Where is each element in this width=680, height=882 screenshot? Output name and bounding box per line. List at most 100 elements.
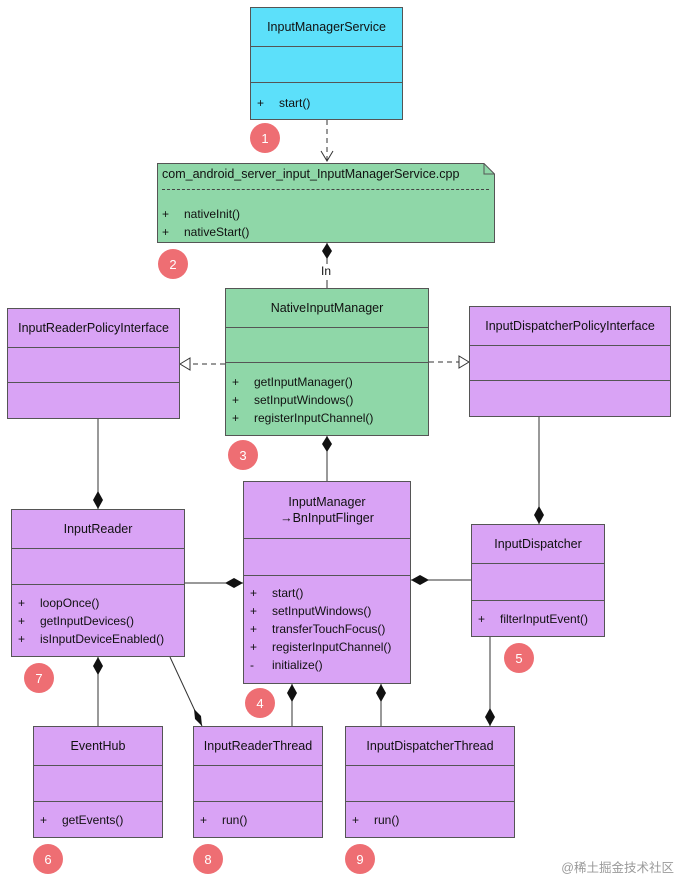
operation: +start(): [250, 584, 410, 602]
operation: +transferTouchFocus(): [250, 620, 410, 638]
class-header: InputManager →BnInputFlinger: [244, 482, 410, 539]
visibility-marker: +: [18, 596, 26, 610]
operations: +start() + setInputWindows() +transferTou…: [244, 584, 410, 674]
jni-note: com_android_server_input_InputManagerSer…: [157, 163, 495, 243]
visibility-marker: +: [200, 813, 208, 827]
note-shape: [157, 163, 495, 243]
composition-diamond: [534, 506, 544, 524]
visibility-marker: +: [18, 614, 26, 628]
class-native-input-manager: NativeInputManager +getInputManager() +s…: [225, 288, 429, 436]
operation: + nativeStart(): [162, 223, 249, 241]
operation: +loopOnce(): [18, 594, 184, 612]
step-badge-1: 1: [250, 123, 280, 153]
class-header: InputDispatcher: [472, 525, 604, 564]
class-input-dispatcher-policy-interface: InputDispatcherPolicyInterface: [469, 306, 671, 417]
class-name: InputDispatcherThread: [366, 739, 494, 753]
compartment-divider: [346, 801, 514, 802]
composition-diamond: [93, 657, 103, 675]
step-badge-3: 3: [228, 440, 258, 470]
operation-name: run(): [222, 813, 248, 827]
composition-diamond: [322, 436, 332, 452]
step-badge-4: 4: [245, 688, 275, 718]
visibility-marker: +: [250, 622, 258, 636]
step-badge-7: 7: [24, 663, 54, 693]
operations: + run(): [346, 811, 514, 829]
compartment-divider: [8, 382, 179, 383]
class-name: InputDispatcher: [494, 537, 582, 551]
operations: +filterInputEvent(): [472, 610, 604, 628]
compartment-divider: [470, 380, 670, 381]
class-input-reader-policy-interface: InputReaderPolicyInterface: [7, 308, 180, 419]
realization-arrowhead-left: [179, 357, 191, 371]
operation: +setInputWindows(): [232, 391, 428, 409]
step-badge-8: 8: [193, 844, 223, 874]
visibility-marker: +: [352, 813, 360, 827]
visibility-marker: +: [18, 632, 26, 646]
operation: + run(): [352, 811, 514, 829]
operation: +getEvents(): [40, 811, 162, 829]
operation-name: isInputDeviceEnabled(): [40, 632, 165, 646]
operation-name: registerInputChannel(): [254, 411, 374, 425]
composition-diamond: [376, 684, 386, 702]
operation-name: run(): [374, 813, 400, 827]
class-header: NativeInputManager: [226, 289, 428, 328]
operation-name: initialize(): [272, 658, 323, 672]
composition-diamond: [411, 575, 429, 585]
composition-diamond: [194, 709, 202, 726]
composition-diamond: [485, 708, 495, 726]
operation-name: setInputWindows(): [272, 604, 372, 618]
compartment-divider: [194, 801, 322, 802]
relation-label: In: [321, 264, 332, 278]
class-name: InputManager: [288, 495, 366, 509]
operation-name: getInputManager(): [254, 375, 353, 389]
class-name: InputReaderPolicyInterface: [18, 321, 169, 335]
composition-diamond: [225, 578, 243, 588]
operations: +start(): [251, 94, 402, 112]
visibility-marker: +: [232, 411, 240, 425]
operation: +getInputManager(): [232, 373, 428, 391]
step-badge-2: 2: [158, 249, 188, 279]
composition-diamond: [287, 684, 297, 702]
operation-name: registerInputChannel(): [272, 640, 392, 654]
dependency-arrowhead: [320, 150, 334, 162]
operation: +filterInputEvent(): [478, 610, 604, 628]
operations: + run(): [194, 811, 322, 829]
operation: + getInputDevices(): [18, 612, 184, 630]
visibility-marker: +: [257, 96, 265, 110]
operation: + registerInputChannel(): [232, 409, 428, 427]
class-header: InputDispatcherThread: [346, 727, 514, 766]
compartment-divider: [244, 575, 410, 576]
class-name: InputManagerService: [267, 20, 386, 34]
operation: +registerInputChannel(): [250, 638, 410, 656]
visibility-marker: +: [40, 813, 48, 827]
operations: +loopOnce() + getInputDevices() + isInputD…: [12, 594, 184, 648]
operation-name: getInputDevices(): [40, 614, 135, 628]
class-header: InputReaderThread: [194, 727, 322, 766]
operation: +nativeInit(): [162, 205, 249, 223]
class-input-manager-service: InputManagerService +start(): [250, 7, 403, 120]
step-badge-5: 5: [504, 643, 534, 673]
class-name: EventHub: [70, 739, 126, 753]
operations: +getInputManager() +setInputWindows() + r…: [226, 373, 428, 427]
class-name: InputReaderThread: [203, 739, 313, 753]
visibility-marker: +: [250, 604, 258, 618]
class-input-reader-thread: InputReaderThread + run(): [193, 726, 323, 838]
class-subtitle: →BnInputFlinger: [280, 511, 374, 525]
class-header: InputManagerService: [251, 8, 402, 47]
operations: +getEvents(): [34, 811, 162, 829]
operation-name: nativeStart(): [184, 225, 250, 239]
visibility-marker: +: [162, 225, 170, 239]
compartment-divider: [226, 362, 428, 363]
compartment-divider: [12, 584, 184, 585]
visibility-marker: -: [250, 658, 254, 672]
operation: - initialize(): [250, 656, 410, 674]
composition-diamond: [322, 243, 332, 259]
class-name: InputReader: [63, 522, 133, 536]
class-header: EventHub: [34, 727, 162, 766]
class-header: InputDispatcherPolicyInterface: [470, 307, 670, 346]
operation: + isInputDeviceEnabled(): [18, 630, 184, 648]
composition-diamond: [93, 491, 103, 509]
class-name: InputDispatcherPolicyInterface: [485, 319, 655, 333]
class-input-reader: InputReader +loopOnce() + getInputDevices…: [11, 509, 185, 657]
